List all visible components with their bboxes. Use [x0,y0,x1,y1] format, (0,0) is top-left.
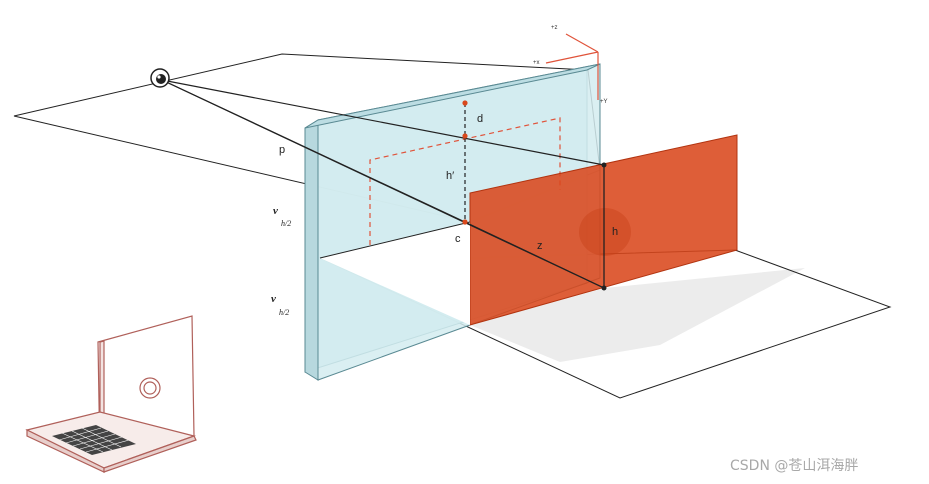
watermark: CSDN @苍山洱海胖 [730,458,858,474]
axis-x-label: +x [533,60,540,66]
panel-center-point [462,219,468,225]
eye-icon [150,68,170,88]
laptop-icon [25,315,197,473]
target-bottom-point [601,285,607,291]
axis-y-label: +Y [600,99,608,105]
label-h-prime: h′ [446,170,454,182]
label-v-top: v [273,205,278,217]
label-p: p [279,144,285,156]
label-z: z [537,240,543,252]
panel-mid-point [462,133,468,139]
panel-top-point [462,100,468,106]
label-v-top-sub: h/2 [281,219,291,228]
sight-lines [161,79,605,289]
laptop-keyboard-grid [58,427,130,453]
label-v-bottom-sub: h/2 [279,308,289,317]
axis-triad [545,33,599,100]
axis-z-label: +z [551,25,558,31]
label-c: c [455,233,461,245]
floor-front [320,222,470,325]
label-h: h [612,226,618,238]
floor-shadow [470,268,805,362]
label-v-bottom: v [271,293,276,305]
target-top-point [601,162,607,168]
label-d: d [477,113,483,125]
